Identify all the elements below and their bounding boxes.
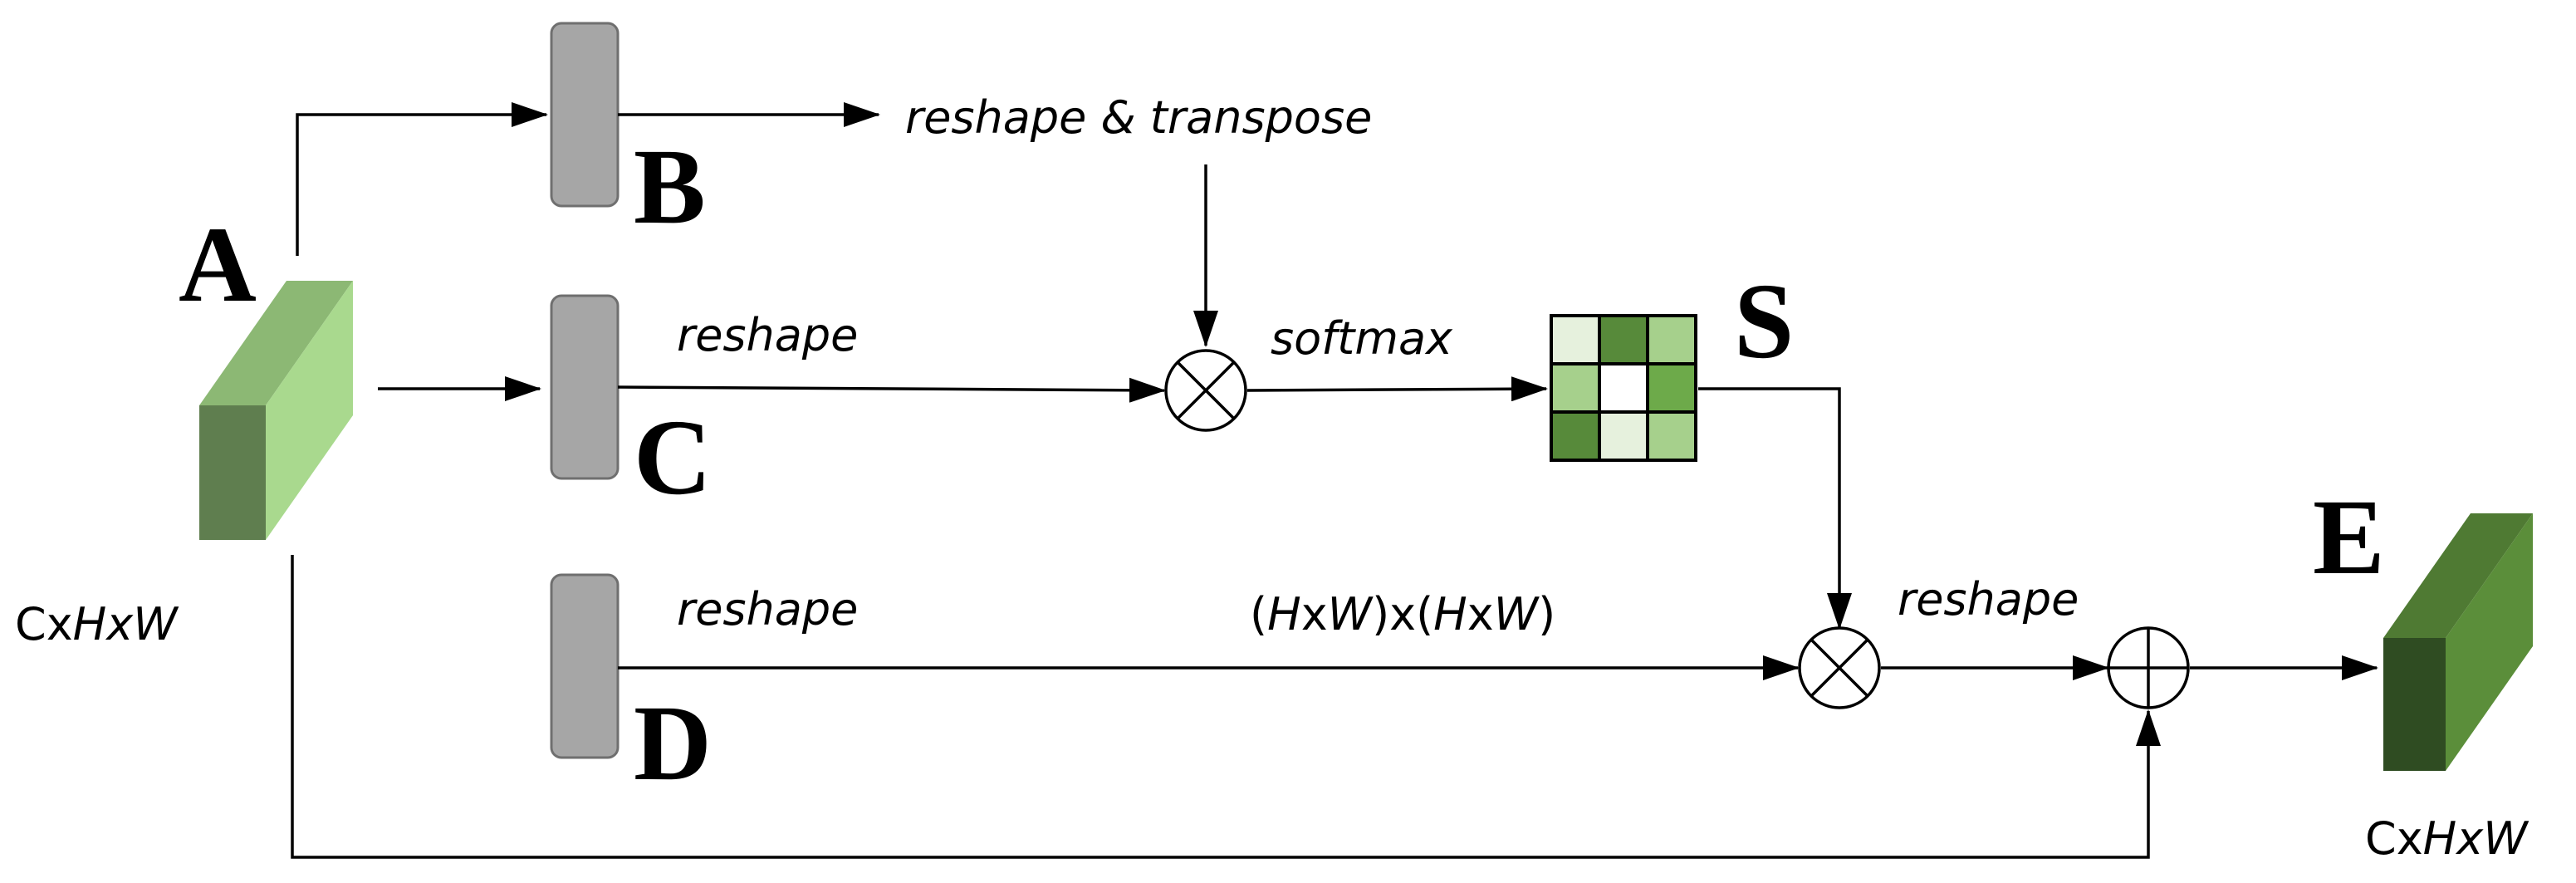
arrow-c-to-mult1 — [617, 377, 1166, 403]
label-e: E — [2313, 478, 2385, 597]
output-block-front — [2446, 513, 2533, 771]
input-size-label: CxHxW — [15, 598, 179, 650]
conv-block-c — [550, 294, 620, 480]
arrow-a-to-b — [296, 102, 548, 256]
label-d: D — [634, 684, 712, 803]
conv-block-b — [550, 22, 620, 208]
multiply-operator-2 — [1798, 626, 1881, 709]
input-block-side — [199, 405, 266, 540]
attention-cell — [1598, 362, 1649, 414]
label-a: A — [179, 205, 257, 325]
arrow-mult1-to-s — [1246, 376, 1548, 402]
reshape-c-label: reshape — [677, 309, 858, 361]
arrow-s-to-mult2 — [1698, 387, 1852, 630]
attention-cell — [1646, 362, 1697, 414]
attention-cell — [1646, 314, 1697, 365]
input-block-top — [199, 281, 353, 405]
conv-block-d — [550, 573, 620, 759]
attention-cell — [1550, 410, 1601, 462]
output-block-top — [2383, 513, 2533, 638]
add-operator — [2107, 626, 2190, 709]
input-feature-block-a — [199, 281, 353, 540]
arrow-residual-to-add — [291, 555, 2161, 859]
matrix-size-label: (HxW)x(HxW) — [1250, 588, 1555, 640]
label-s: S — [1734, 262, 1794, 381]
reshape-transpose-label: reshape & transpose — [905, 91, 1372, 144]
label-c: C — [634, 398, 712, 518]
attention-cell — [1598, 314, 1649, 365]
attention-cell — [1550, 362, 1601, 414]
reshape-out-label: reshape — [1898, 573, 2079, 625]
output-block-side — [2383, 638, 2446, 771]
output-size-label: CxHxW — [2365, 812, 2529, 865]
output-feature-block-e — [2383, 513, 2533, 771]
attention-cell — [1598, 410, 1649, 462]
input-block-front — [266, 281, 353, 540]
attention-cell — [1646, 410, 1697, 462]
label-b: B — [634, 127, 706, 247]
attention-map-s — [1550, 314, 1697, 462]
multiply-operator-1 — [1164, 349, 1247, 432]
attention-cell — [1550, 314, 1601, 365]
softmax-label: softmax — [1271, 312, 1453, 365]
reshape-d-label: reshape — [677, 583, 858, 635]
